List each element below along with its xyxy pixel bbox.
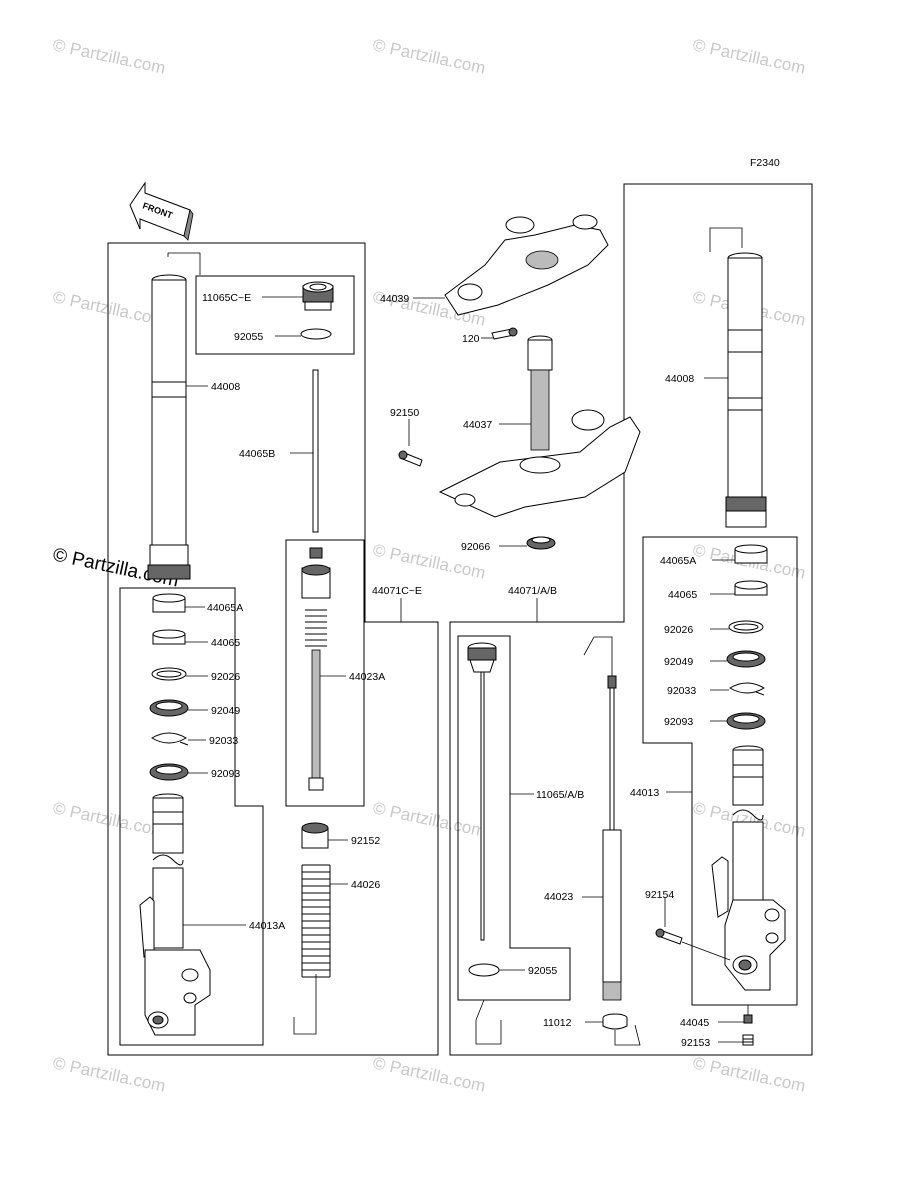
part-label-92049-left: 92049 — [211, 705, 240, 717]
bolt-92154 — [655, 928, 731, 961]
bleed-44045 — [743, 1014, 753, 1024]
part-label-44026: 44026 — [351, 879, 380, 891]
group-boxes — [107, 183, 813, 1056]
diagram-code: F2340 — [750, 157, 780, 169]
part-label-44023a: 44023A — [349, 671, 385, 683]
part-label-44023: 44023 — [544, 891, 573, 903]
left-fork-cap — [300, 281, 334, 340]
part-label-44039: 44039 — [380, 293, 409, 305]
part-label-92049-right: 92049 — [664, 656, 693, 668]
watermark: © Partzilla.com — [51, 1053, 167, 1095]
watermark: © Partzilla.com — [371, 35, 487, 77]
front-arrow-icon: FRONT — [129, 181, 194, 241]
left-damper-rod — [312, 369, 319, 533]
part-label-44045: 44045 — [680, 1017, 709, 1029]
part-label-44065-left: 44065 — [211, 637, 240, 649]
part-label-92154: 92154 — [645, 889, 674, 901]
watermark: © Partzilla.com — [51, 287, 167, 329]
right-seal-stack — [726, 544, 768, 730]
part-label-11065-a-b: 11065/A/B — [536, 789, 584, 801]
bolt-92153 — [742, 1034, 754, 1046]
watermark: © Partzilla.com — [691, 1053, 807, 1095]
watermark: © Partzilla.com — [371, 798, 487, 840]
part-label-44008-left: 44008 — [211, 381, 240, 393]
right-damper-44023 — [583, 636, 622, 1001]
collar-11012 — [602, 1013, 628, 1030]
part-label-92026-left: 92026 — [211, 671, 240, 683]
watermark: © Partzilla.com — [51, 798, 167, 840]
watermark: © Partzilla.com — [51, 35, 167, 77]
upper-triple-clamp — [444, 214, 609, 316]
part-label-92153: 92153 — [681, 1037, 710, 1049]
part-label-92093-left: 92093 — [211, 768, 240, 780]
part-label-120: 120 — [462, 333, 480, 345]
part-label-44013a: 44013A — [249, 920, 285, 932]
right-lower-tube — [711, 745, 786, 991]
right-fork-outer-tube — [709, 227, 767, 528]
part-label-92093-right: 92093 — [664, 716, 693, 728]
oring-92055 — [468, 963, 500, 977]
part-label-92150: 92150 — [390, 407, 419, 419]
nut-92152 — [301, 822, 329, 849]
part-label-92026-right: 92026 — [664, 624, 693, 636]
spring-44026 — [301, 864, 331, 978]
part-label-11065c-e: 11065C~E — [202, 292, 251, 304]
part-label-44065a-right: 44065A — [660, 555, 696, 567]
part-label-92033-right: 92033 — [667, 685, 696, 697]
right-fork-cap — [467, 642, 497, 941]
part-label-44037: 44037 — [463, 419, 492, 431]
steering-stem-44037 — [438, 335, 641, 518]
left-lower-tube — [139, 793, 211, 1036]
part-label-44013: 44013 — [630, 787, 659, 799]
part-label-92055-bottom: 92055 — [528, 965, 557, 977]
left-seal-stack — [149, 593, 189, 781]
part-label-92066: 92066 — [461, 541, 490, 553]
watermark: © Partzilla.com — [371, 1053, 487, 1095]
part-label-44065a-left: 44065A — [207, 602, 243, 614]
bolt-120 — [491, 327, 518, 340]
part-label-92055-top: 92055 — [234, 331, 263, 343]
left-cartridge — [301, 547, 331, 791]
part-label-44065b: 44065B — [239, 448, 275, 460]
bolt-92150 — [398, 450, 423, 467]
part-label-11012: 11012 — [543, 1017, 572, 1029]
part-label-44071c-e: 44071C~E — [372, 585, 422, 597]
part-label-44071-a-b: 44071/A/B — [508, 585, 557, 597]
stem-nut-92066 — [526, 536, 556, 550]
part-label-44008-right: 44008 — [665, 373, 694, 385]
part-label-92152: 92152 — [351, 835, 380, 847]
part-label-92033-left: 92033 — [209, 735, 238, 747]
part-label-44065-right: 44065 — [668, 589, 697, 601]
watermark: © Partzilla.com — [691, 35, 807, 77]
left-fork-outer-tube — [147, 252, 201, 580]
